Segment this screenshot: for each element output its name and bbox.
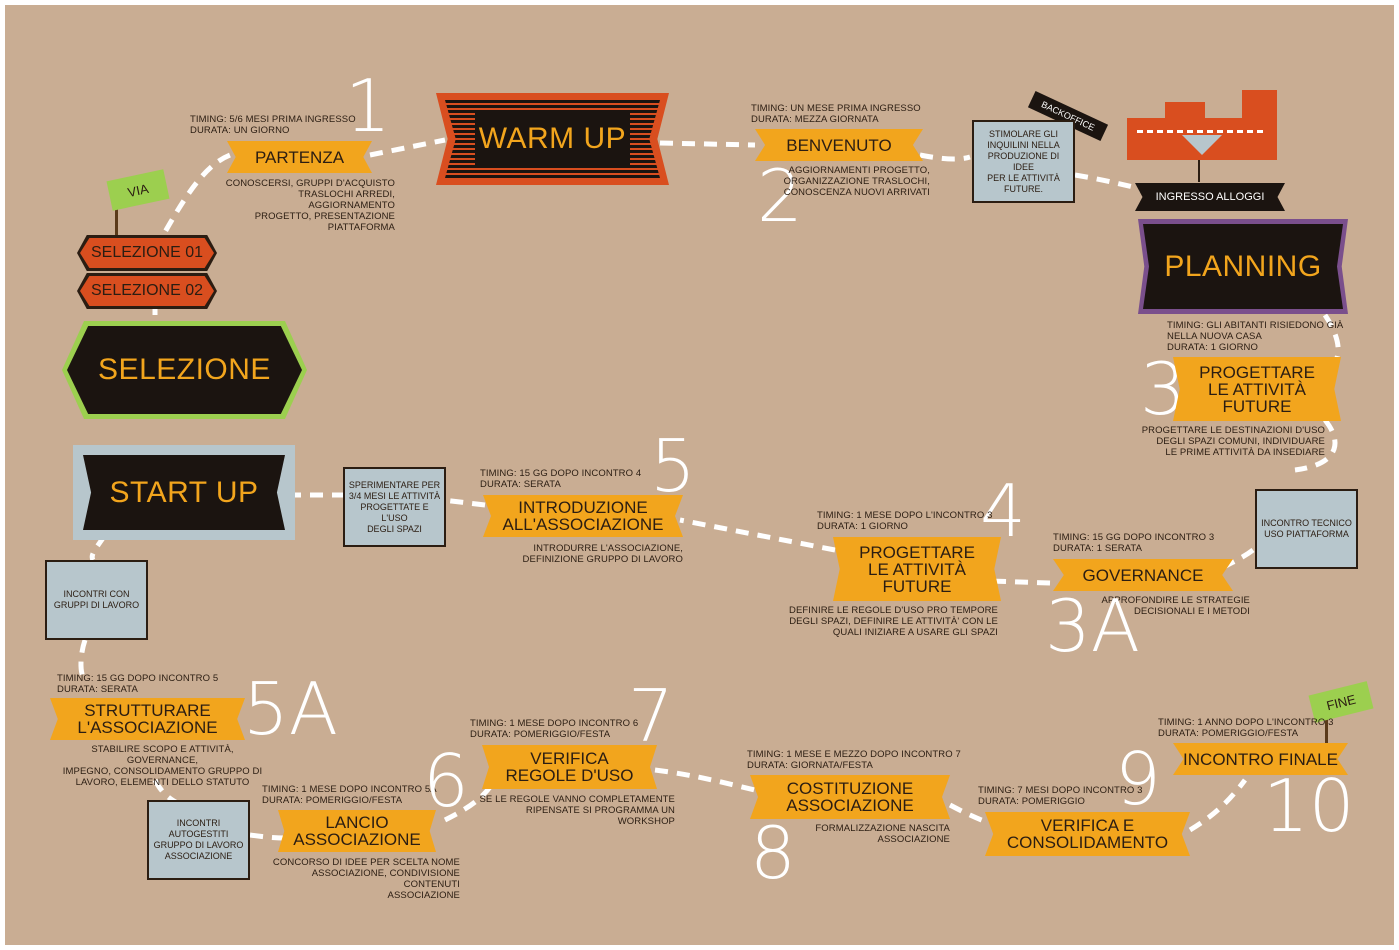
step-8-number: 8 <box>750 811 796 895</box>
step-1-number: 1 <box>345 64 391 148</box>
step-7-desc: SE LE REGOLE VANNO COMPLETAMENTE RIPENSA… <box>479 794 675 827</box>
ingresso-alloggi-label: INGRESSO ALLOGGI <box>1155 191 1265 203</box>
building-icon <box>1127 90 1277 160</box>
selezione-phase: SELEZIONE <box>67 326 302 414</box>
via-label: VIA <box>126 180 150 200</box>
step-6-desc: CONCORSO DI IDEE PER SCELTA NOME ASSOCIA… <box>272 857 460 901</box>
step-3-timing: TIMING: GLI ABITANTI RISIEDONO GIÀ NELLA… <box>1167 320 1344 353</box>
step-9-ribbon: VERIFICA E CONSOLIDAMENTO <box>985 812 1190 856</box>
step-2-timing: TIMING: UN MESE PRIMA INGRESSO DURATA: M… <box>751 103 921 125</box>
step-4-ribbon: PROGETTARE LE ATTIVITÀ FUTURE <box>833 537 1001 601</box>
arrow-up-icon <box>1198 160 1200 182</box>
via-flag-pole <box>115 190 118 245</box>
ingresso-alloggi-tag: INGRESSO ALLOGGI <box>1135 183 1285 211</box>
step-1-ribbon: PARTENZA <box>227 141 372 173</box>
incontri-autogestiti-box: INCONTRI AUTOGESTITI GRUPPO DI LAVORO AS… <box>147 800 250 880</box>
step-5-number: 5 <box>650 424 696 508</box>
incontri-gruppi-box: INCONTRI CON GRUPPI DI LAVORO <box>45 560 148 640</box>
planning-label: PLANNING <box>1164 249 1322 283</box>
step-8-ribbon: COSTITUZIONE ASSOCIAZIONE <box>750 775 950 819</box>
incontro-tecnico-box: INCONTRO TECNICO USO PIATTAFORMA <box>1255 489 1358 569</box>
step-3-ribbon: PROGETTARE LE ATTIVITÀ FUTURE <box>1173 357 1341 421</box>
selezione-02-label: SELEZIONE 02 <box>90 282 204 299</box>
step-1-timing: TIMING: 5/6 MESI PRIMA INGRESSO DURATA: … <box>190 114 356 136</box>
step-2-desc: AGGIORNAMENTI PROGETTO, ORGANIZZAZIONE T… <box>783 165 930 198</box>
step-3a-ribbon: GOVERNANCE <box>1053 559 1233 591</box>
planning-phase: PLANNING <box>1143 224 1343 309</box>
warmup-phase: WARM UP <box>475 113 630 165</box>
selezione-01-tag: SELEZIONE 01 <box>80 238 214 268</box>
step-5-timing: TIMING: 15 GG DOPO INCONTRO 4 DURATA: SE… <box>480 468 642 490</box>
step-2-number: 2 <box>757 154 803 238</box>
step-8-timing: TIMING: 1 MESE E MEZZO DOPO INCONTRO 7 D… <box>747 749 961 771</box>
step-1-desc: CONOSCERSI, GRUPPI D'ACQUISTO TRASLOCHI … <box>225 178 395 233</box>
step-9-number: 9 <box>1115 737 1161 821</box>
step-6-number: 6 <box>423 739 469 823</box>
selezione-01-label: SELEZIONE 01 <box>90 244 204 261</box>
step-6-ribbon: LANCIO ASSOCIAZIONE <box>278 810 436 852</box>
step-5a-number: 5A <box>243 667 339 751</box>
selezione-02-tag: SELEZIONE 02 <box>80 276 214 306</box>
step-3a-timing: TIMING: 15 GG DOPO INCONTRO 3 DURATA: 1 … <box>1053 532 1215 554</box>
step-3a-desc: APPROFONDIRE LE STRATEGIE DECISIONALI E … <box>1101 595 1250 617</box>
step-5a-desc: STABILIRE SCOPO E ATTIVITÀ, GOVERNANCE, … <box>62 744 263 788</box>
diagram-canvas: VIA SELEZIONE 01 SELEZIONE 02 SELEZIONE … <box>5 5 1394 945</box>
stimolare-box: STIMOLARE GLI INQUILINI NELLA PRODUZIONE… <box>972 120 1075 203</box>
step-6-timing: TIMING: 1 MESE DOPO INCONTRO 5A DURATA: … <box>262 784 437 806</box>
step-2-ribbon: BENVENUTO <box>755 129 923 161</box>
startup-label: START UP <box>109 475 259 509</box>
sperimentare-box: SPERIMENTARE PER 3/4 MESI LE ATTIVITÀ PR… <box>343 467 446 547</box>
step-3-desc: PROGETTARE LE DESTINAZIONI D'USO DEGLI S… <box>1141 425 1325 458</box>
fine-label: FINE <box>1324 691 1358 713</box>
step-7-timing: TIMING: 1 MESE DOPO INCONTRO 6 DURATA: P… <box>470 718 639 740</box>
step-3a-number: 3A <box>1045 584 1141 668</box>
step-7-ribbon: VERIFICA REGOLE D'USO <box>482 745 657 789</box>
fine-flag-pole <box>1325 705 1328 750</box>
step-10-ribbon: INCONTRO FINALE <box>1173 743 1348 775</box>
step-5-ribbon: INTRODUZIONE ALL'ASSOCIAZIONE <box>483 495 683 537</box>
step-9-timing: TIMING: 7 MESI DOPO INCONTRO 3 DURATA: P… <box>978 785 1143 807</box>
step-4-desc: DEFINIRE LE REGOLE D'USO PRO TEMPORE DEG… <box>788 605 998 638</box>
step-5-desc: INTRODURRE L'ASSOCIAZIONE, DEFINIZIONE G… <box>522 543 683 565</box>
journey-path <box>78 137 1341 841</box>
step-4-number: 4 <box>980 469 1026 553</box>
selezione-label: SELEZIONE <box>98 353 271 386</box>
step-10-number: 10 <box>1263 764 1355 848</box>
startup-phase: START UP <box>83 455 285 530</box>
step-7-number: 7 <box>628 674 674 758</box>
step-4-timing: TIMING: 1 MESE DOPO L'INCONTRO 3 DURATA:… <box>817 510 993 532</box>
warmup-label: WARM UP <box>478 122 627 155</box>
step-10-timing: TIMING: 1 ANNO DOPO L'INCONTRO 3 DURATA:… <box>1158 717 1334 739</box>
step-5a-timing: TIMING: 15 GG DOPO INCONTRO 5 DURATA: SE… <box>57 673 219 695</box>
step-5a-ribbon: STRUTTURARE L'ASSOCIAZIONE <box>50 698 245 740</box>
step-8-desc: FORMALIZZAZIONE NASCITA ASSOCIAZIONE <box>815 823 950 845</box>
